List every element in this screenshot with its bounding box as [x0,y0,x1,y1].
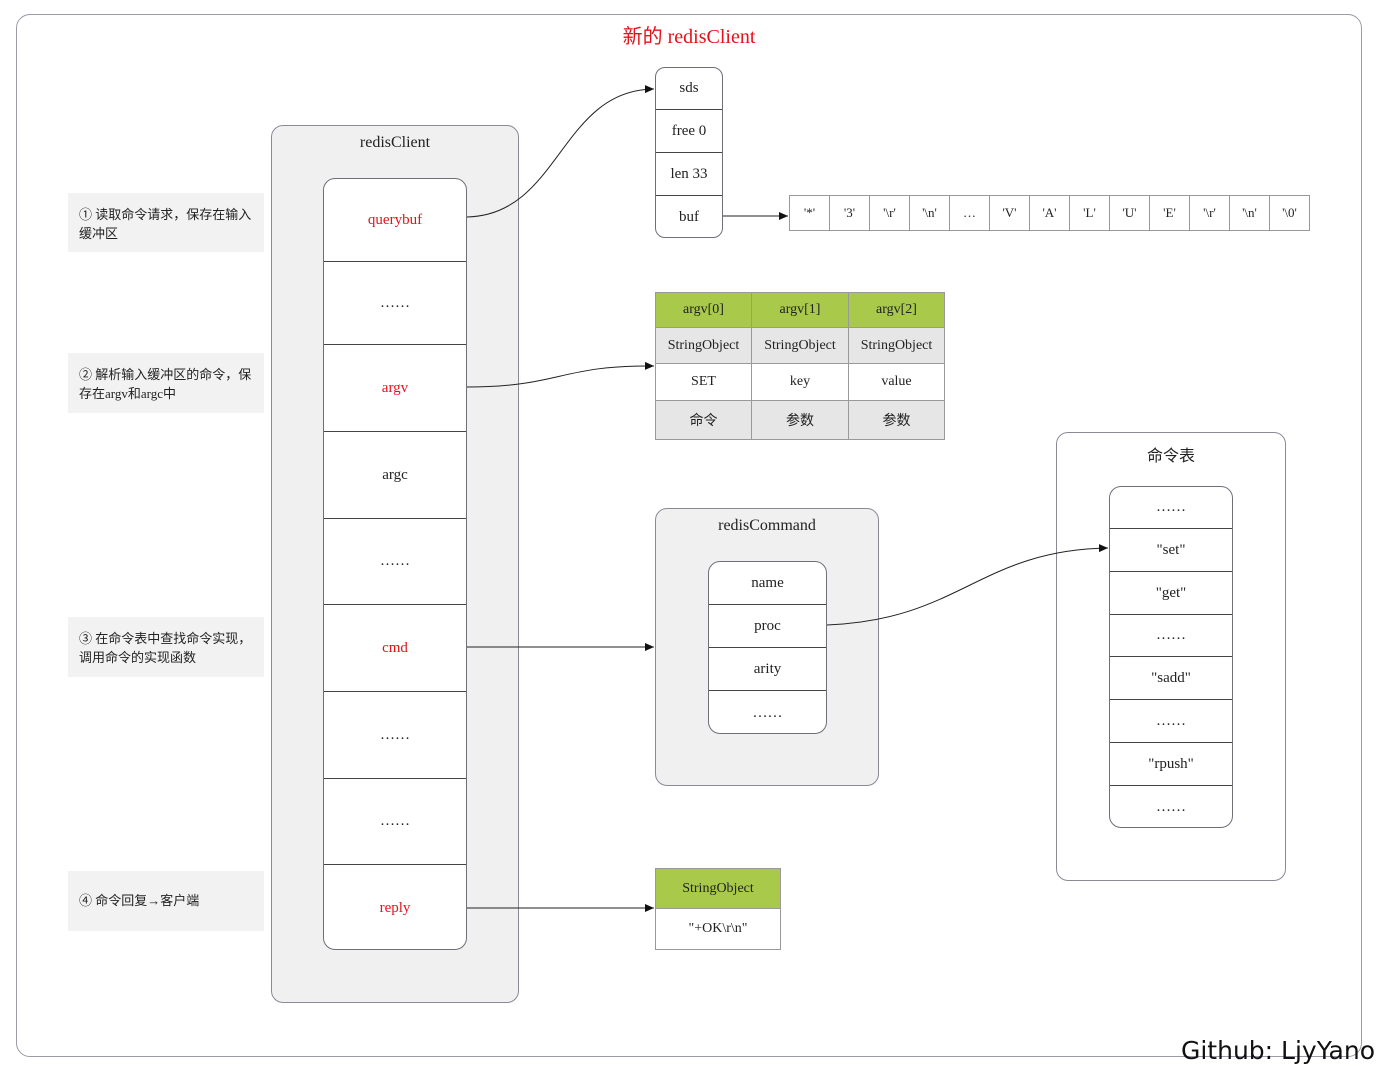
buf-char: '\r' [1189,195,1230,231]
step-note-1: ① 读取命令请求，保存在输入缓冲区 [68,193,264,252]
diagram-title: 新的 redisClient [622,26,756,48]
command-entry: …… [1110,487,1232,529]
field-ellipsis: …… [324,519,466,605]
sds-header: sds [656,68,722,110]
command-field-arity: arity [709,648,826,691]
argv-to-table-arrow [466,361,655,388]
redis-command-title: redisCommand [718,517,816,534]
proc-to-set-arrow [826,544,1109,626]
field-reply: reply [379,899,411,916]
argv-role: 参数 [848,400,945,440]
argv-role: 参数 [751,400,849,440]
command-entry-sadd: "sadd" [1110,657,1232,700]
argv-type: StringObject [848,327,945,364]
argv-header: argv[2] [848,292,945,328]
buf-char: 'E' [1149,195,1190,231]
redis-command-fields: name proc arity …… [708,561,827,734]
command-entry-get: "get" [1110,572,1232,615]
command-field-name: name [709,562,826,605]
argv-header: argv[1] [751,292,849,328]
buf-char: … [949,195,990,231]
step-note-2: ② 解析输入缓冲区的命令，保存在argv和argc中 [68,353,264,413]
command-entry-set: "set" [1110,529,1232,572]
field-ellipsis: …… [324,692,466,779]
buf-char: '3' [829,195,870,231]
command-field-ellipsis: …… [752,704,783,721]
command-entry: …… [1110,700,1232,743]
buf-char: '\r' [869,195,910,231]
buf-char: '\n' [909,195,950,231]
redis-client-title: redisClient [359,134,431,151]
field-argc: argc [324,432,466,519]
field-querybuf: querybuf [324,179,466,262]
sds-len: len 33 [656,153,722,196]
reply-object-type: StringObject [655,868,781,909]
redis-client-fields: querybuf …… argv argc …… cmd …… …… reply [323,178,467,950]
sds-buf: buf [679,209,699,225]
field-ellipsis: …… [324,779,466,865]
command-entry: …… [1156,799,1186,815]
argv-type: StringObject [655,327,752,364]
sds-free: free 0 [656,110,722,153]
buf-char: 'V' [989,195,1030,231]
buf-char: '\n' [1229,195,1270,231]
field-ellipsis: …… [324,262,466,345]
buf-char: 'A' [1029,195,1070,231]
step-note-4: ④ 命令回复→客户端 [68,871,264,931]
reply-object-value: "+OK\r\n" [655,908,781,950]
field-argv: argv [324,345,466,432]
field-cmd: cmd [324,605,466,692]
command-entry-rpush: "rpush" [1110,743,1232,786]
buf-char: 'U' [1109,195,1150,231]
step-note-3: ③ 在命令表中查找命令实现，调用命令的实现函数 [68,617,264,677]
querybuf-to-sds-arrow [466,85,655,218]
command-field-proc: proc [709,605,826,648]
command-table-entries: …… "set" "get" …… "sadd" …… "rpush" …… [1109,486,1233,828]
watermark: Github: LjyYano [1180,1036,1375,1065]
command-table-title: 命令表 [1146,446,1195,465]
sds-struct: sds free 0 len 33 buf [655,67,723,238]
argv-value: value [848,363,945,401]
buf-char: '\0' [1269,195,1310,231]
outer-frame [16,14,1362,1057]
argv-type: StringObject [751,327,849,364]
command-entry: …… [1110,615,1232,657]
